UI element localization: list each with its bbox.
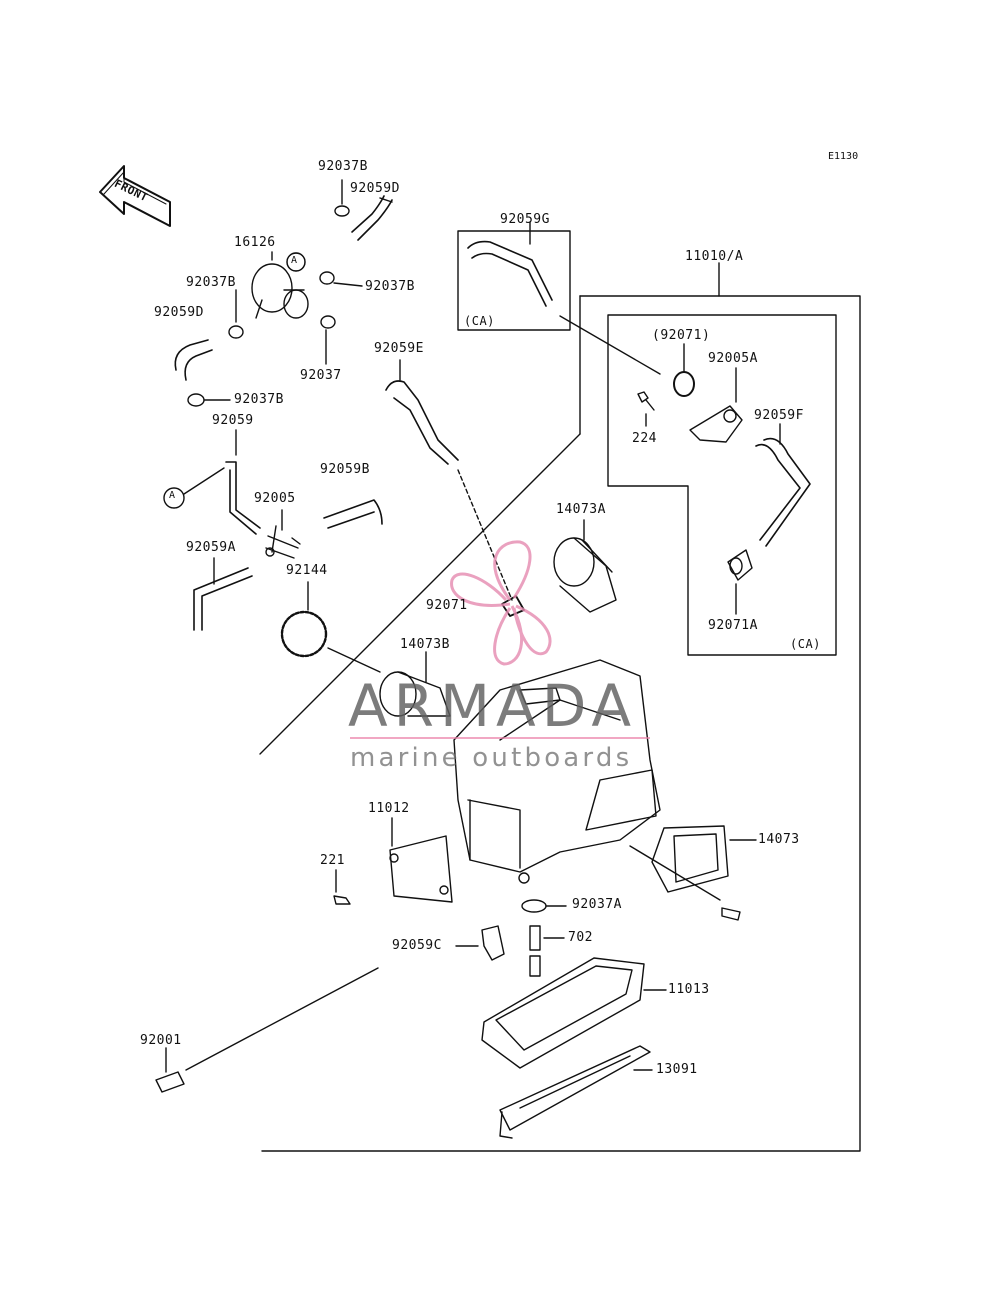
hose-92059 bbox=[225, 461, 261, 535]
tray-11013 bbox=[481, 957, 645, 1069]
label-92005: 92005 bbox=[254, 491, 296, 506]
hose-92059E bbox=[385, 380, 459, 465]
ref-a-circle-bottom bbox=[163, 487, 185, 509]
clamp-92037 bbox=[320, 315, 336, 329]
hose-92059A bbox=[193, 567, 253, 631]
screw-14073 bbox=[721, 907, 741, 921]
label-92037B-right: 92037B bbox=[365, 279, 415, 294]
ca-kit-frame-top bbox=[457, 230, 571, 331]
leader bbox=[327, 647, 381, 673]
clamp-92037A bbox=[521, 899, 547, 913]
drawing-code: E1130 bbox=[828, 151, 859, 162]
label-16126: 16126 bbox=[234, 235, 276, 250]
label-92037B-top: 92037B bbox=[318, 159, 368, 174]
fitting-92071A bbox=[727, 549, 753, 581]
label-92059C: 92059C bbox=[392, 938, 442, 953]
label-92037B-bottom: 92037B bbox=[234, 392, 284, 407]
label-92037B-left: 92037B bbox=[186, 275, 236, 290]
label-11010A: 11010/A bbox=[685, 249, 744, 264]
label-92071A: 92071A bbox=[708, 618, 758, 633]
hose-92059B bbox=[323, 499, 383, 529]
ref-a-circle-top bbox=[286, 252, 306, 272]
ref-a-bottom: A bbox=[169, 490, 176, 501]
label-92059A: 92059A bbox=[186, 540, 236, 555]
grommet-92071 bbox=[673, 371, 695, 397]
fitting-92005 bbox=[265, 525, 301, 559]
spring-92144 bbox=[280, 610, 328, 658]
ref-a-top: A bbox=[291, 255, 298, 266]
jet-702 bbox=[529, 925, 541, 977]
watermark-divider bbox=[350, 737, 650, 739]
label-ca-top: (CA) bbox=[464, 314, 495, 328]
label-92071-paren: (92071) bbox=[652, 328, 711, 343]
valve-16126 bbox=[251, 251, 309, 319]
ca-kit-frame-right bbox=[607, 314, 837, 656]
clamp-92037B-left bbox=[228, 325, 244, 339]
label-92144: 92144 bbox=[286, 563, 328, 578]
leader bbox=[559, 315, 661, 375]
front-arrow-icon bbox=[99, 165, 171, 227]
cover-plate-11012 bbox=[389, 835, 453, 903]
main-assembly-frame bbox=[261, 295, 861, 1152]
label-702: 702 bbox=[568, 930, 593, 945]
elbow-92059C bbox=[481, 925, 505, 961]
leader bbox=[333, 282, 363, 287]
clamp-92037B-bottom bbox=[187, 393, 205, 407]
frame-diagonal-line bbox=[259, 433, 581, 755]
hose-92059F bbox=[755, 437, 811, 547]
label-92059G: 92059G bbox=[500, 212, 550, 227]
label-11013: 11013 bbox=[668, 982, 710, 997]
watermark-title: ARMADA bbox=[348, 672, 638, 740]
label-11012: 11012 bbox=[368, 801, 410, 816]
label-92005A: 92005A bbox=[708, 351, 758, 366]
label-92059B: 92059B bbox=[320, 462, 370, 477]
label-14073: 14073 bbox=[758, 832, 800, 847]
duct-14073A bbox=[553, 537, 617, 613]
label-92059D-top: 92059D bbox=[350, 181, 400, 196]
leader bbox=[629, 845, 721, 901]
label-92059F: 92059F bbox=[754, 408, 804, 423]
label-92059: 92059 bbox=[212, 413, 254, 428]
label-13091: 13091 bbox=[656, 1062, 698, 1077]
label-92037: 92037 bbox=[300, 368, 342, 383]
hose-92059D-left bbox=[174, 339, 213, 381]
watermark-propeller-icon bbox=[450, 540, 552, 666]
label-92071: 92071 bbox=[426, 598, 468, 613]
label-92059D-left: 92059D bbox=[154, 305, 204, 320]
label-221: 221 bbox=[320, 853, 345, 868]
screw-221 bbox=[333, 895, 351, 905]
fitting-92005A bbox=[689, 405, 743, 443]
screw-224 bbox=[637, 391, 655, 411]
bolt-92001 bbox=[155, 1071, 185, 1093]
watermark-subtitle: marine outboards bbox=[350, 743, 633, 773]
airbox-11010 bbox=[453, 659, 661, 884]
hose-92059D-top bbox=[351, 195, 393, 241]
label-92037A: 92037A bbox=[572, 897, 622, 912]
element-13091 bbox=[499, 1045, 651, 1139]
hose-92059G bbox=[467, 240, 553, 307]
hose-end bbox=[379, 197, 393, 203]
clamp-92037B-right bbox=[319, 271, 335, 285]
label-14073A: 14073A bbox=[556, 502, 606, 517]
snorkel-14073 bbox=[651, 825, 729, 893]
label-92059E: 92059E bbox=[374, 341, 424, 356]
label-14073B: 14073B bbox=[400, 637, 450, 652]
label-224: 224 bbox=[632, 431, 657, 446]
leader bbox=[457, 469, 513, 601]
duct-14073B bbox=[379, 671, 451, 717]
clamp-92037B-top bbox=[334, 179, 350, 217]
leader bbox=[185, 967, 379, 1071]
leader bbox=[183, 467, 225, 495]
label-ca-bottom: (CA) bbox=[790, 637, 821, 651]
label-92001: 92001 bbox=[140, 1033, 182, 1048]
